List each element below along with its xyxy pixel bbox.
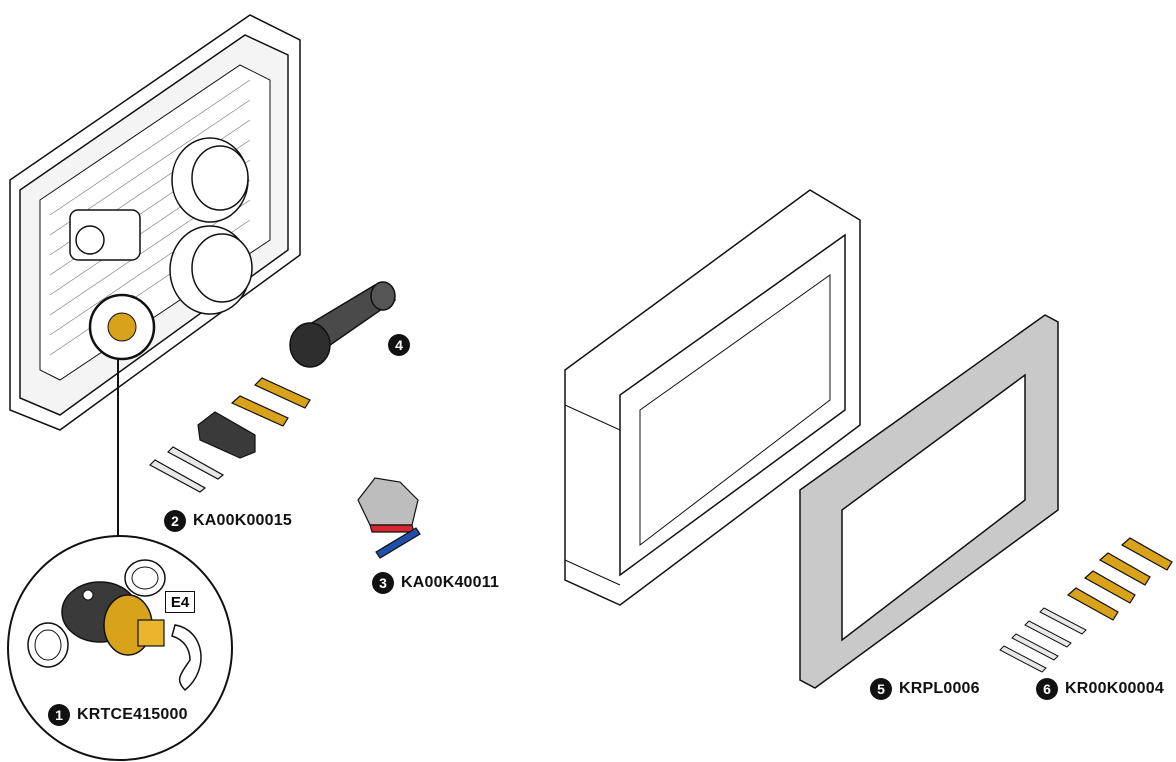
brass-pins xyxy=(230,377,311,427)
part-code: KRPL0006 xyxy=(899,680,980,697)
callout-number: 6 xyxy=(1036,678,1058,700)
part-code: KR00K00004 xyxy=(1065,680,1164,697)
callout-number: 5 xyxy=(870,678,892,700)
callout-2: 2 KA00K00015 xyxy=(164,510,292,532)
diverter-cap xyxy=(357,477,421,559)
callout-5: 5 KRPL0006 xyxy=(870,678,980,700)
screws-set xyxy=(999,607,1087,673)
callout-number: 3 xyxy=(372,572,394,594)
detail-circle xyxy=(7,535,233,761)
detail-tag: E4 xyxy=(165,591,195,613)
callout-number: 4 xyxy=(388,334,410,356)
screws xyxy=(149,446,225,493)
part-code: KA00K00015 xyxy=(193,512,292,529)
cover-plate xyxy=(799,314,1059,689)
extension-cartridge xyxy=(289,281,397,368)
callout-6: 6 KR00K00004 xyxy=(1036,678,1164,700)
callout-1: 1 KRTCE415000 xyxy=(48,704,188,726)
callout-4: 4 xyxy=(388,334,417,356)
callout-number: 1 xyxy=(48,704,70,726)
brass-pins-set xyxy=(1066,537,1173,621)
part-code: KA00K40011 xyxy=(401,574,500,591)
installation-frame xyxy=(564,189,861,606)
dark-adapter xyxy=(197,411,256,459)
part-code: KRTCE415000 xyxy=(77,706,188,723)
callout-3: 3 KA00K40011 xyxy=(372,572,499,594)
mounting-box xyxy=(9,14,301,431)
callout-number: 2 xyxy=(164,510,186,532)
